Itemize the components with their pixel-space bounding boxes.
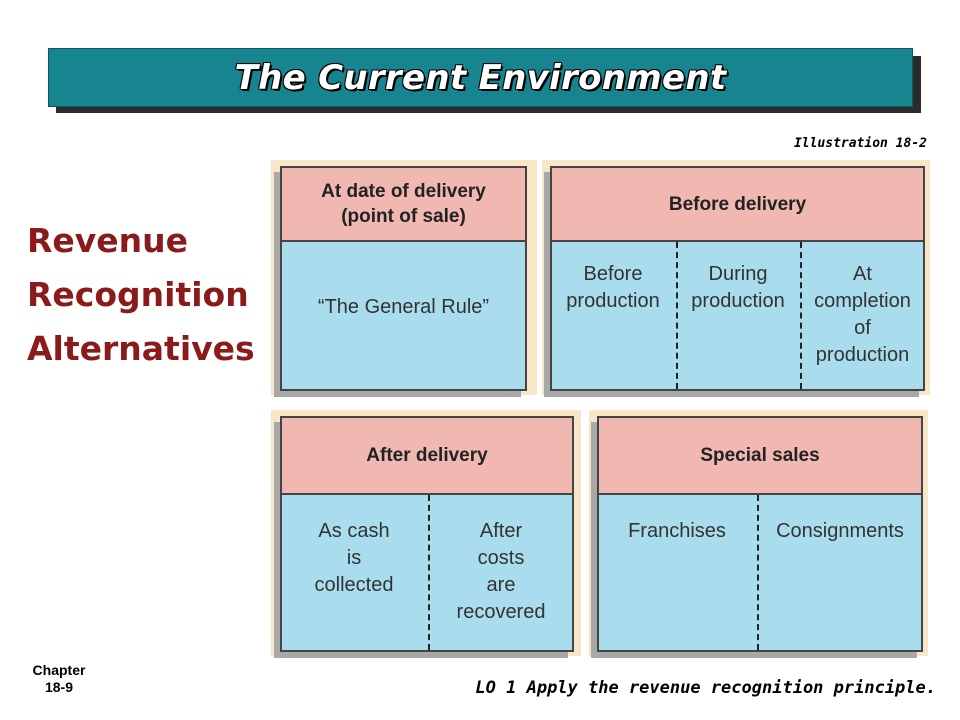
cell-line: recovered: [456, 601, 546, 623]
chapter-line-2: 18-9: [44, 679, 74, 695]
general-rule-text: “The General Rule”: [317, 296, 490, 318]
slide-title: The Current Environment: [234, 57, 727, 98]
cell-line: At: [853, 263, 872, 285]
divider-2: [800, 242, 802, 389]
header-line-2: (point of sale): [341, 206, 466, 227]
chapter-line-1: Chapter: [32, 662, 86, 678]
box-point-of-sale-header: At date of delivery (point of sale): [282, 168, 525, 242]
title-banner: The Current Environment: [48, 48, 913, 107]
box-special-sales: Special sales Franchises Consignments: [597, 416, 923, 652]
cell-line: collected: [314, 574, 394, 596]
cell-line: is: [346, 547, 362, 569]
cell-line: of: [854, 317, 871, 339]
cell-line: production: [815, 344, 910, 366]
cell-line: are: [486, 574, 516, 596]
cell-line: completion: [814, 290, 911, 312]
during-production-cell: During production: [678, 261, 798, 315]
heading-line-2: Recognition: [27, 275, 249, 314]
learning-objective: LO 1 Apply the revenue recognition princ…: [475, 678, 936, 698]
completion-of-production-cell: At completion of production: [802, 261, 923, 369]
divider-3: [428, 495, 430, 650]
cell-line: As cash: [318, 520, 390, 542]
franchises-cell: Franchises: [628, 520, 726, 542]
divider-1: [676, 242, 678, 389]
consignments-cell: Consignments: [776, 520, 904, 542]
cell-line: During: [708, 263, 768, 285]
divider-4: [757, 495, 759, 650]
heading-line-3: Alternatives: [27, 329, 255, 368]
chapter-label: Chapter 18-9: [22, 662, 96, 696]
box-before-delivery: Before delivery Before production During…: [550, 166, 925, 391]
heading-line-1: Revenue: [27, 221, 189, 260]
cell-line: After: [479, 520, 523, 542]
cash-collected-cell: As cash is collected: [282, 518, 426, 599]
box-point-of-sale: At date of delivery (point of sale) “The…: [280, 166, 527, 391]
box-before-delivery-header: Before delivery: [552, 168, 923, 242]
cell-line: production: [566, 290, 660, 312]
cell-line: Before: [583, 263, 643, 285]
revenue-recognition-heading: Revenue Recognition Alternatives: [27, 214, 267, 376]
before-production-cell: Before production: [552, 261, 674, 315]
box-after-delivery-header: After delivery: [282, 418, 572, 495]
box-special-sales-header: Special sales: [599, 418, 921, 495]
illustration-label: Illustration 18-2: [793, 136, 927, 151]
box-after-delivery: After delivery As cash is collected Afte…: [280, 416, 574, 652]
costs-recovered-cell: After costs are recovered: [430, 518, 572, 626]
cell-line: costs: [477, 547, 525, 569]
header-line-1: At date of delivery: [321, 181, 486, 202]
cell-line: production: [691, 290, 785, 312]
